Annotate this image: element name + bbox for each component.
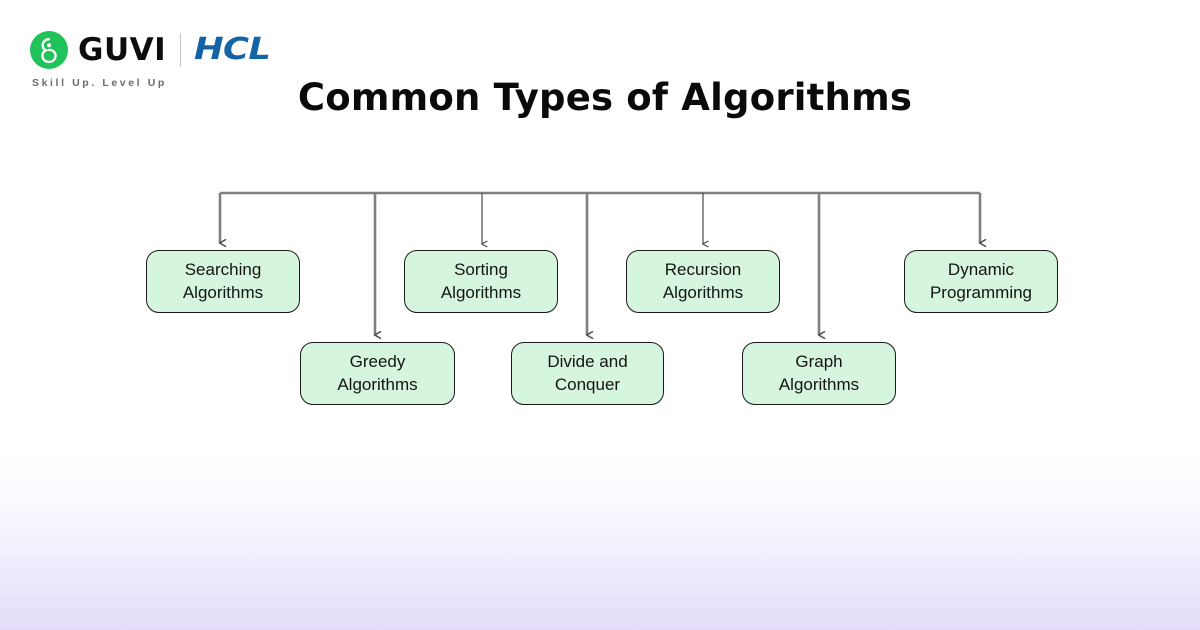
brand-divider [180,33,182,67]
node-label: Greedy Algorithms [337,352,418,394]
guvi-g-mark-icon [30,31,68,69]
node-searching[interactable]: Searching Algorithms [146,250,300,313]
node-recursion[interactable]: Recursion Algorithms [626,250,780,313]
guvi-wordmark: GUVI [78,31,167,68]
node-greedy[interactable]: Greedy Algorithms [300,342,455,405]
node-divide-and-conquer[interactable]: Divide and Conquer [511,342,664,405]
brand-lockup: GUVI HCL Skill Up. Level Up [30,30,271,89]
node-graph[interactable]: Graph Algorithms [742,342,896,405]
node-label: Graph Algorithms [778,352,860,394]
page-title: Common Types of Algorithms [297,76,913,119]
node-label: Searching Algorithms [182,260,264,302]
brand-tagline: Skill Up. Level Up [32,77,167,89]
node-label: Divide and Conquer [547,352,628,394]
node-label: Recursion Algorithms [662,260,744,302]
node-label: Dynamic Programming [929,260,1033,302]
hcl-wordmark: HCL [194,32,271,67]
node-sorting[interactable]: Sorting Algorithms [404,250,558,313]
brand-row: GUVI HCL [30,30,271,70]
node-label: Sorting Algorithms [440,260,522,302]
node-dynamic-programming[interactable]: Dynamic Programming [904,250,1058,313]
